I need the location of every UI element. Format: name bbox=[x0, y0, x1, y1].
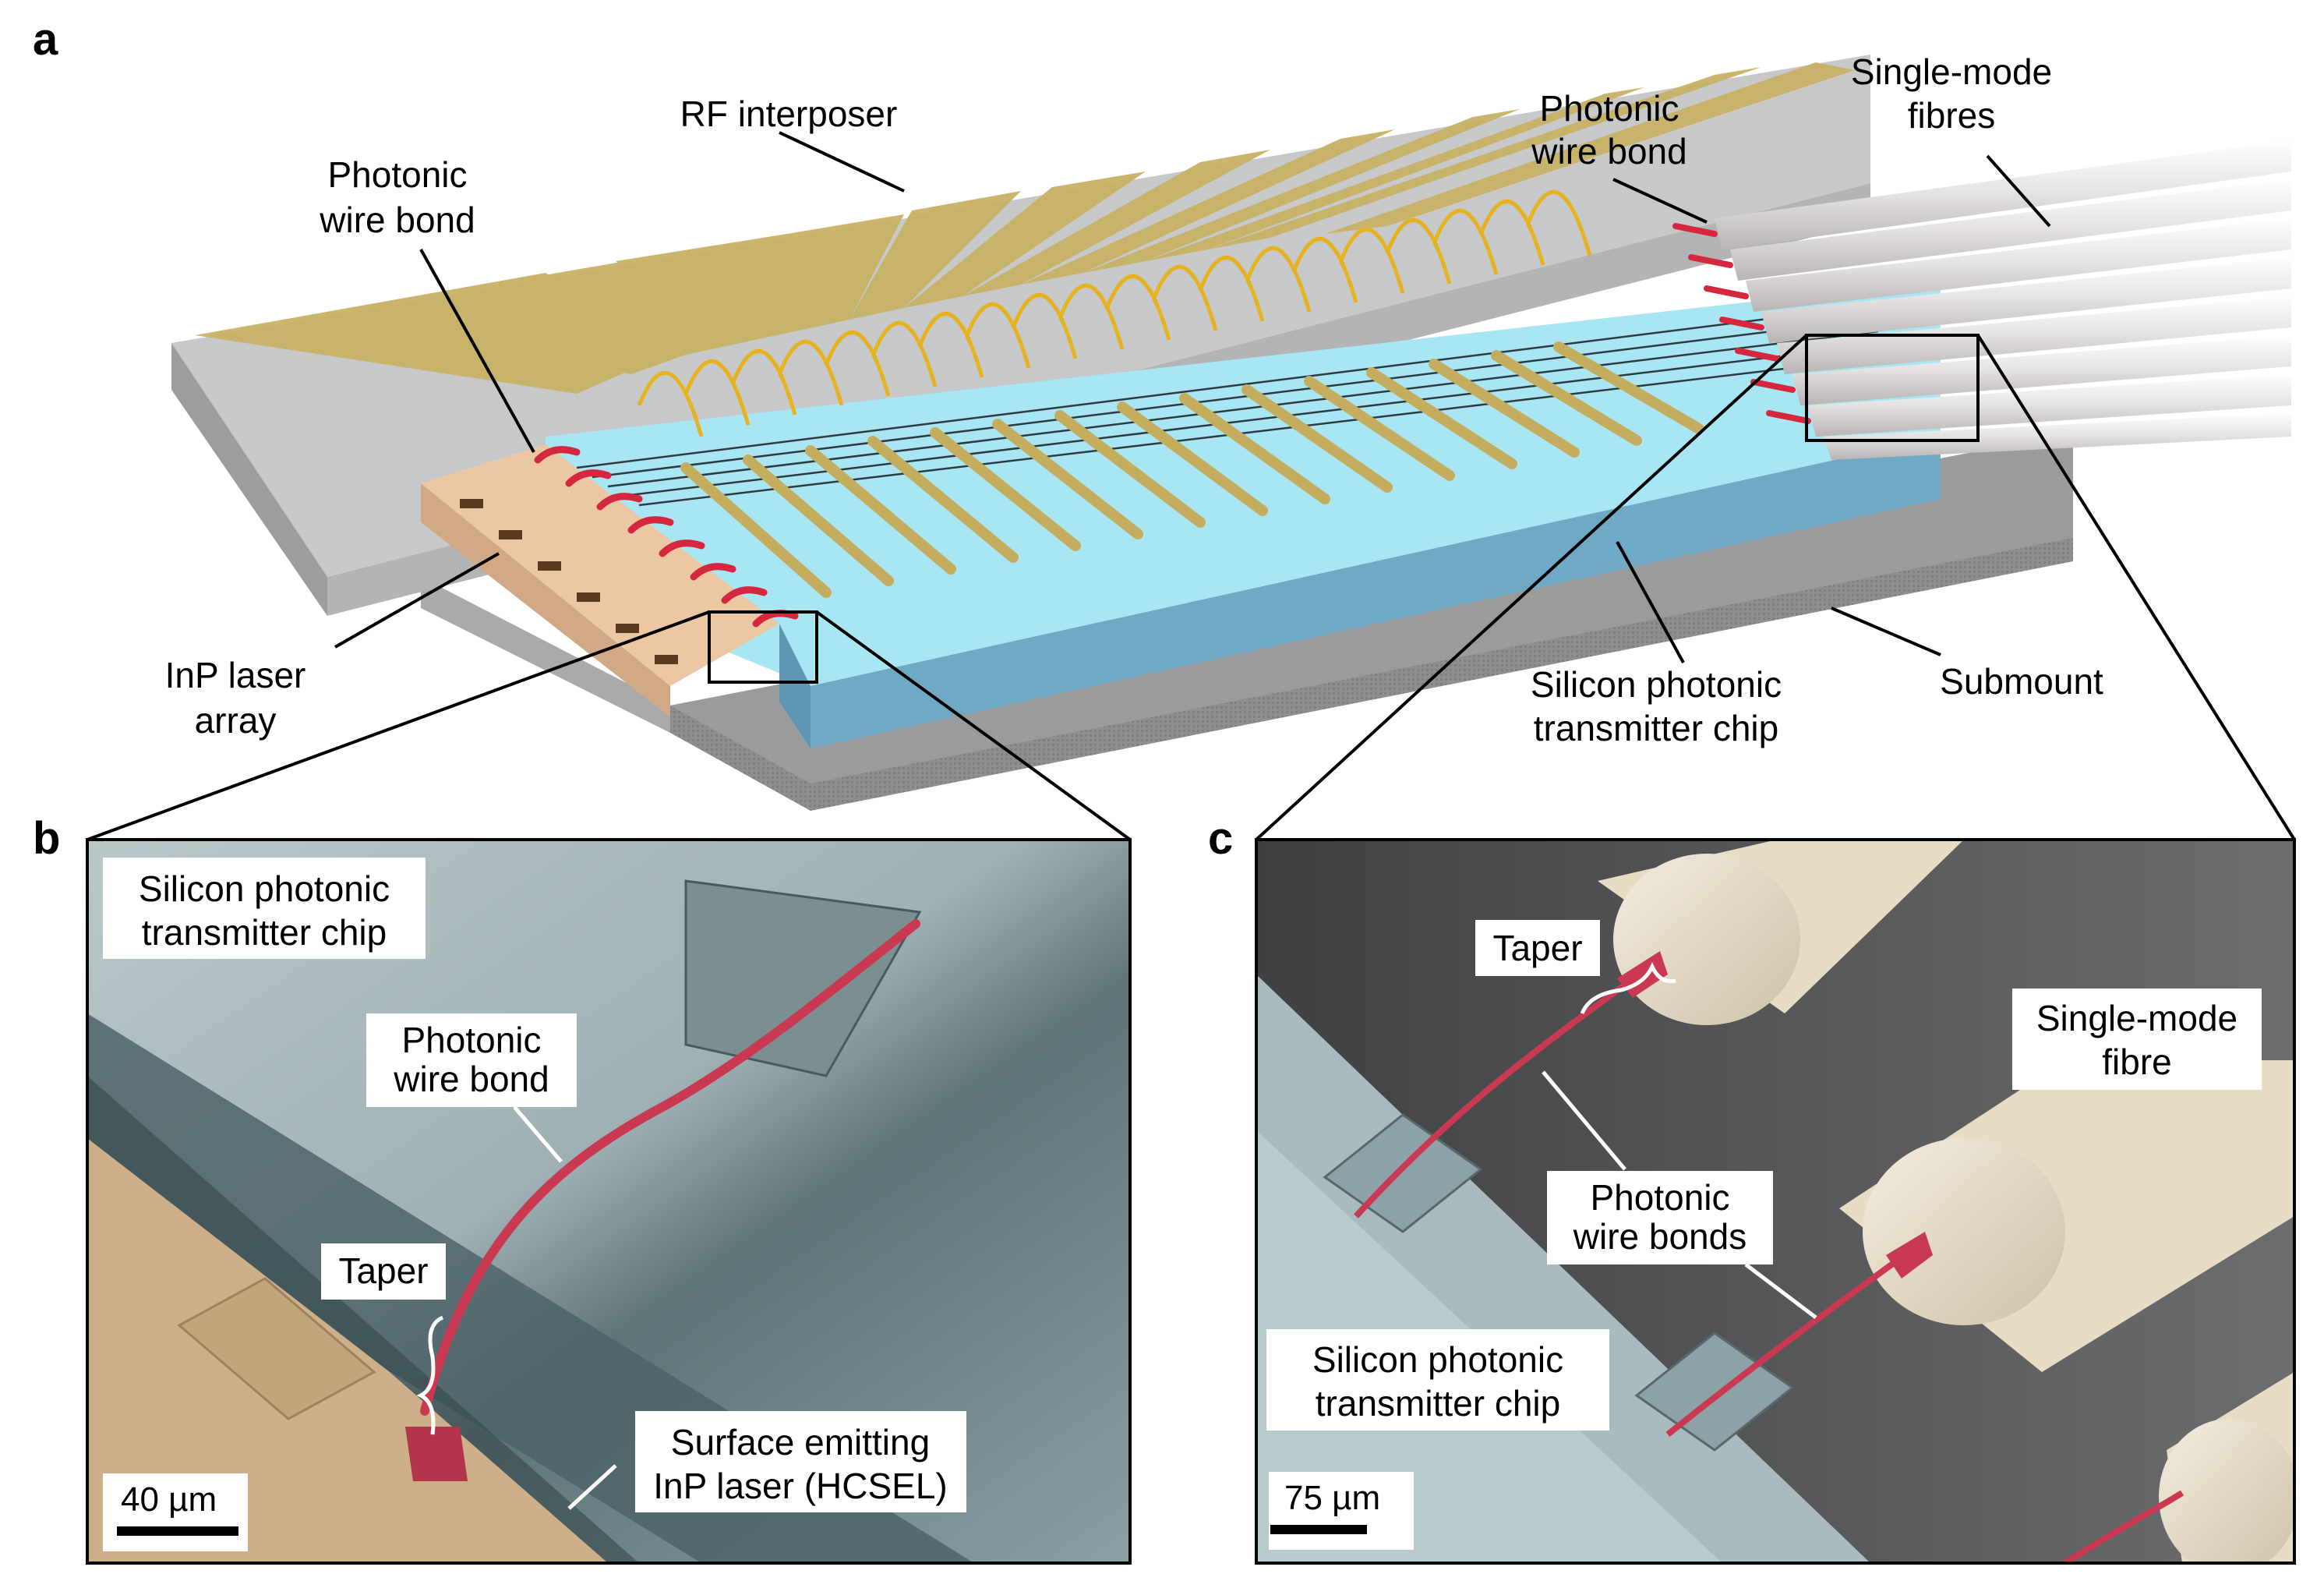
label-hcsel-2: InP laser (HCSEL) bbox=[653, 1466, 948, 1506]
label-taper-c: Taper bbox=[1492, 928, 1582, 968]
panel-a: a bbox=[33, 14, 2296, 841]
panel-letter-b: b bbox=[33, 813, 60, 864]
leader-c-wire-bonds-down bbox=[1744, 1263, 1817, 1319]
label-si-chip-c-2: transmitter chip bbox=[1316, 1383, 1560, 1424]
panel-letter-c: c bbox=[1208, 813, 1233, 864]
inp-laser-array bbox=[421, 444, 779, 717]
label-box-c-photonic-wire-bonds bbox=[1547, 1171, 1773, 1264]
label-box-c-si-chip bbox=[1266, 1329, 1609, 1431]
label-submount: Submount bbox=[1940, 661, 2103, 702]
scale-bar-box-c bbox=[1269, 1472, 1414, 1550]
scale-bar-c bbox=[1270, 1525, 1367, 1534]
panel-letter-a: a bbox=[33, 14, 58, 65]
label-si-chip-a-2: transmitter chip bbox=[1534, 708, 1778, 748]
sem-image-c bbox=[1256, 840, 2294, 1563]
label-box-b-hcsel bbox=[635, 1411, 966, 1512]
zoom-lines bbox=[87, 334, 2296, 841]
inset-box-c bbox=[1805, 334, 1980, 442]
label-photonic-wire-bond-left-1: Photonic bbox=[327, 154, 467, 195]
label-photonic-wire-bond-b-2: wire bond bbox=[393, 1059, 549, 1099]
label-si-chip-a-1: Silicon photonic bbox=[1531, 664, 1782, 705]
label-rf-interposer: RF interposer bbox=[680, 94, 898, 134]
label-box-c-single-mode-fibre bbox=[2012, 989, 2262, 1090]
label-photonic-wire-bonds-c-2: wire bonds bbox=[1573, 1216, 1747, 1257]
panel-c: c Taper Single-mode bbox=[1208, 813, 2296, 1565]
single-mode-fibres bbox=[1672, 140, 2291, 460]
scale-bar-b-label: 40 µm bbox=[121, 1480, 217, 1519]
inset-box-b bbox=[708, 610, 818, 684]
label-inp-laser-array-1: InP laser bbox=[165, 655, 306, 695]
label-photonic-wire-bond-right-1: Photonic bbox=[1539, 88, 1679, 129]
photonic-wire-bonds-left bbox=[534, 446, 799, 628]
label-box-b-si-chip bbox=[103, 858, 426, 959]
label-single-mode-fibre-c-1: Single-mode bbox=[2036, 998, 2237, 1038]
label-si-chip-b-2: transmitter chip bbox=[142, 912, 387, 953]
taper-brace-b bbox=[416, 1315, 444, 1435]
label-hcsel-1: Surface emitting bbox=[671, 1422, 930, 1463]
leader-b-hcsel bbox=[567, 1464, 617, 1510]
label-single-mode-fibre-c-2: fibre bbox=[2102, 1042, 2171, 1082]
silicon-chip bbox=[546, 281, 1941, 748]
label-photonic-wire-bonds-c-1: Photonic bbox=[1590, 1177, 1729, 1218]
scale-bar-c-label: 75 µm bbox=[1284, 1479, 1380, 1517]
electrical-bond-arcs bbox=[637, 189, 1592, 437]
leader-b-wire-bond bbox=[513, 1105, 563, 1163]
label-box-c-taper bbox=[1475, 920, 1600, 976]
label-photonic-wire-bond-b-1: Photonic bbox=[401, 1020, 541, 1060]
label-photonic-wire-bond-left-2: wire bond bbox=[319, 200, 475, 240]
label-box-b-taper bbox=[321, 1243, 446, 1300]
leader-lines-a bbox=[334, 131, 2051, 663]
label-box-b-photonic-wire-bond bbox=[366, 1013, 577, 1107]
panel-b: b Silicon photonic transmitter chip Phot… bbox=[33, 813, 1132, 1565]
label-single-mode-fibres-2: fibres bbox=[1908, 95, 1995, 136]
label-si-chip-c-1: Silicon photonic bbox=[1312, 1339, 1563, 1380]
panel-b-frame bbox=[86, 838, 1132, 1565]
taper-brace-c bbox=[1580, 961, 1676, 1015]
scale-bar-b bbox=[117, 1526, 238, 1536]
panel-c-frame bbox=[1255, 838, 2296, 1565]
label-photonic-wire-bond-right-2: wire bond bbox=[1531, 131, 1686, 172]
label-inp-laser-array-2: array bbox=[195, 700, 277, 741]
label-single-mode-fibres-1: Single-mode bbox=[1851, 51, 2052, 92]
label-si-chip-b-1: Silicon photonic bbox=[139, 868, 390, 909]
label-taper-b: Taper bbox=[338, 1250, 428, 1291]
scale-bar-box-b bbox=[103, 1473, 248, 1551]
leader-c-wire-bonds-up bbox=[1542, 1070, 1626, 1171]
